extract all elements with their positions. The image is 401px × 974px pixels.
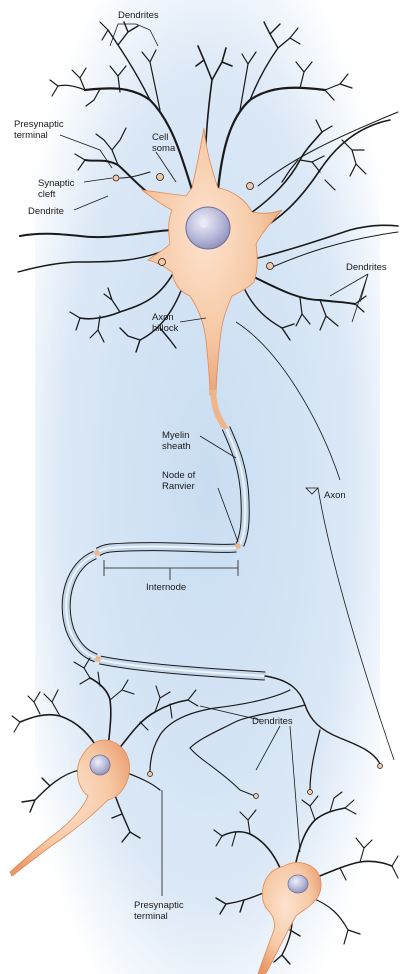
bottom-right-nucleus [288,875,308,893]
label-node-of-ranvier-line2: Ranvier [162,481,195,492]
label-presynaptic-terminal-bottom-line2: terminal [134,911,168,922]
label-cell-soma-line1: Cell [152,132,168,143]
bottom-left-nucleus [90,755,110,775]
label-cell-soma-line2: soma [152,143,176,154]
label-dendrites-bottom: Dendrites [252,716,293,727]
label-axon-hillock-line2: hillock [152,323,179,334]
label-dendrite-left: Dendrite [28,206,64,217]
label-internode: Internode [146,582,186,593]
label-dendrites-top: Dendrites [118,10,159,21]
label-myelin-sheath-line2: sheath [162,441,191,452]
label-presynaptic-terminal-top-line2: terminal [14,130,48,141]
label-synaptic-cleft-line2: cleft [38,189,56,200]
label-presynaptic-terminal-bottom-line1: Presynaptic [134,900,184,911]
background-glow [35,0,380,974]
label-node-of-ranvier-line1: Node of [162,470,196,481]
label-dendrites-right: Dendrites [346,262,387,273]
label-axon: Axon [324,490,346,501]
label-synaptic-cleft-line1: Synaptic [38,178,75,189]
label-myelin-sheath-line1: Myelin [162,430,189,441]
top-nucleus [186,207,230,249]
label-axon-hillock-line1: Axon [152,312,174,323]
label-presynaptic-terminal-top-line1: Presynaptic [14,119,64,130]
